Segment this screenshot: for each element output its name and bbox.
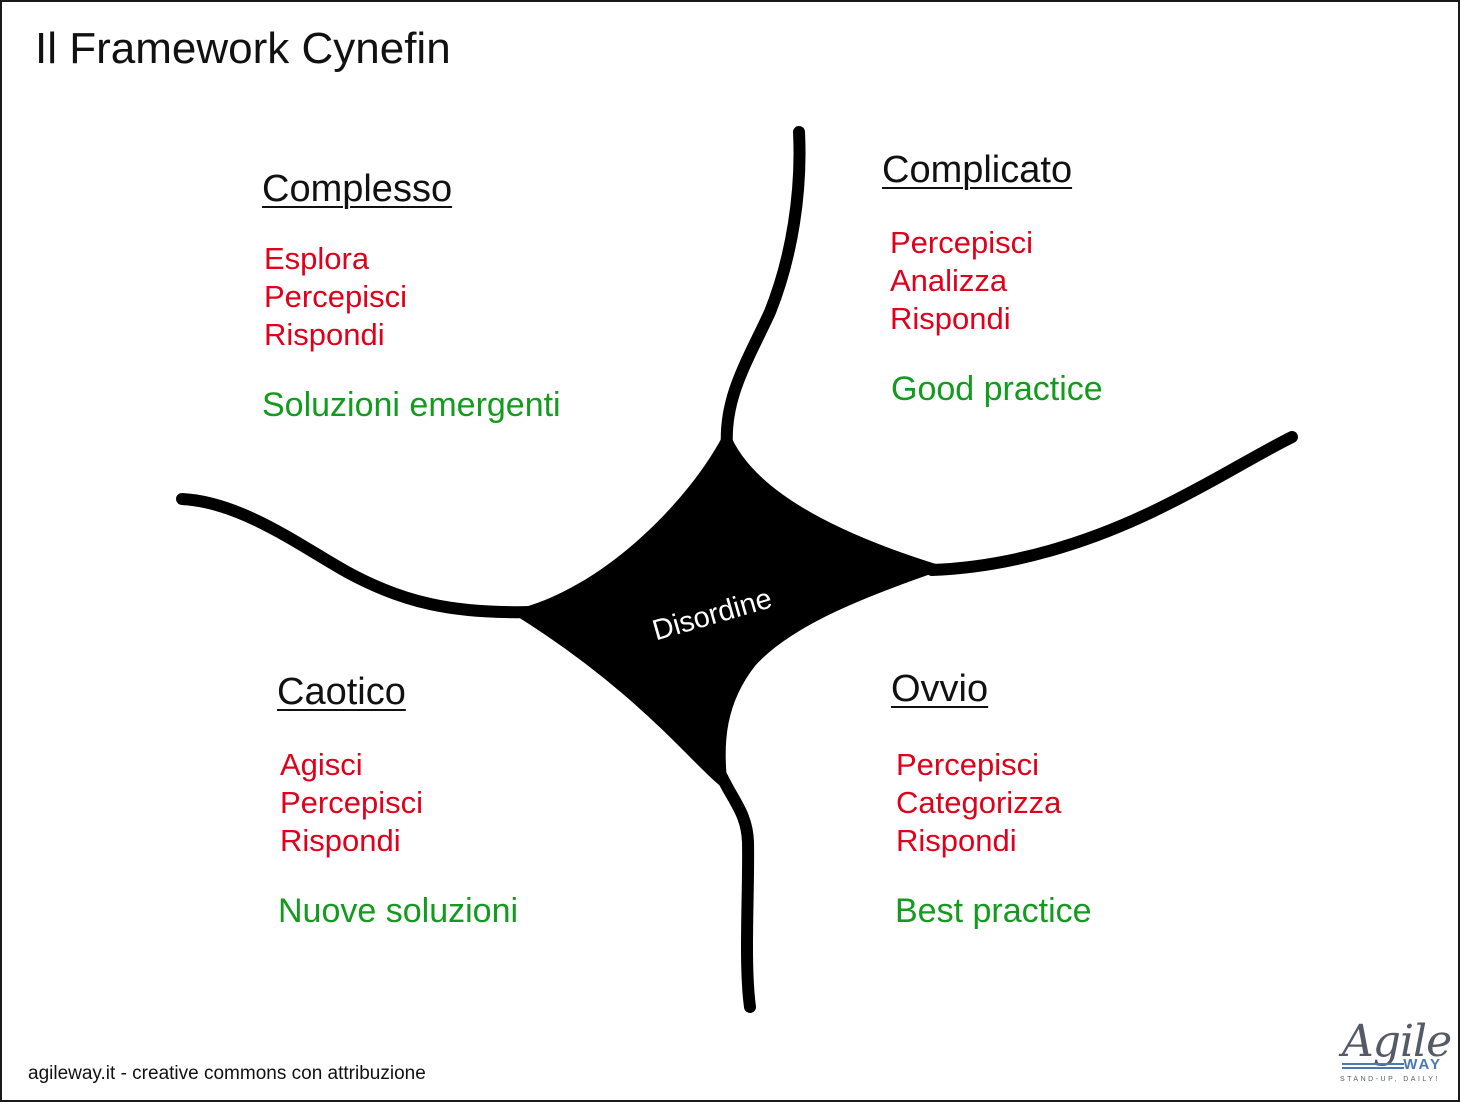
logo-tagline: STAND-UP, DAILY! — [1340, 1076, 1440, 1083]
boundary-line-top — [720, 126, 806, 453]
step-item: Percepisci — [280, 785, 423, 820]
logo-way: WAY — [1403, 1056, 1442, 1073]
step-item: Analizza — [890, 263, 1008, 298]
logo-word: Agile — [1342, 1016, 1452, 1067]
domain-heading-ovvio: Ovvio — [891, 668, 989, 710]
domain-steps-ovvio: Percepisci Categorizza Rispondi — [896, 746, 1061, 860]
logo-stripes-icon — [1342, 1063, 1404, 1069]
step-item: Categorizza — [896, 785, 1062, 820]
footer-attribution: agileway.it - creative commons con attri… — [28, 1063, 426, 1084]
domain-heading-caotico: Caotico — [277, 671, 406, 713]
step-item: Percepisci — [890, 225, 1033, 260]
disorder-region — [512, 430, 944, 790]
boundary-line-left — [176, 493, 538, 619]
domain-heading-complicato: Complicato — [882, 149, 1073, 191]
domain-practice-complicato: Good practice — [891, 370, 1103, 408]
step-item: Rispondi — [890, 301, 1011, 336]
step-item: Agisci — [280, 747, 363, 782]
step-item: Esplora — [264, 241, 370, 276]
domain-practice-ovvio: Best practice — [895, 892, 1092, 930]
boundary-line-right — [926, 431, 1298, 576]
agileway-logo: Agile WAY STAND-UP, DAILY! — [1336, 1016, 1452, 1090]
page-title: Il Framework Cynefin — [35, 24, 451, 73]
domain-practice-complesso: Soluzioni emergenti — [262, 386, 561, 424]
step-item: Rispondi — [264, 317, 385, 352]
step-item: Percepisci — [264, 279, 407, 314]
boundary-line-bottom — [716, 771, 756, 1013]
domain-steps-caotico: Agisci Percepisci Rispondi — [280, 746, 423, 860]
step-item: Rispondi — [280, 823, 401, 858]
step-item: Percepisci — [896, 747, 1039, 782]
domain-practice-caotico: Nuove soluzioni — [278, 892, 519, 930]
domain-steps-complicato: Percepisci Analizza Rispondi — [890, 224, 1033, 338]
domain-heading-complesso: Complesso — [262, 168, 453, 210]
step-item: Rispondi — [896, 823, 1017, 858]
domain-steps-complesso: Esplora Percepisci Rispondi — [264, 240, 407, 354]
